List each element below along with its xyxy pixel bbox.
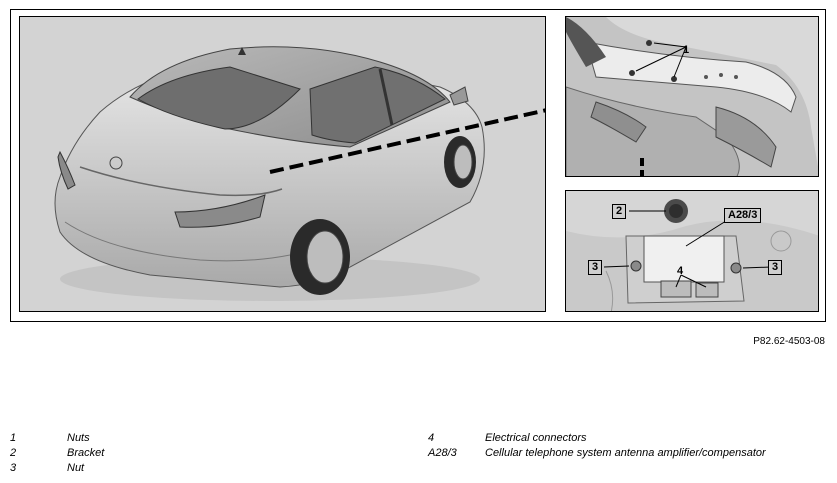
- legend-item: 2 Bracket: [10, 446, 390, 461]
- callout-connectors: 4: [677, 265, 684, 277]
- legend-number: 2: [10, 447, 17, 459]
- figure-frame: [10, 9, 826, 322]
- legend-text: Nuts: [67, 432, 90, 444]
- legend-text: Nut: [67, 462, 85, 474]
- legend-item: 4 Electrical connectors: [428, 431, 833, 446]
- bracket-detail-panel: 1: [565, 16, 819, 177]
- legend-item: 3 Nut: [10, 461, 390, 476]
- amplifier-detail-illustration: [566, 191, 818, 311]
- legend-text: Electrical connectors: [485, 432, 587, 444]
- legend-number: 1: [10, 432, 17, 444]
- legend-number: A28/3: [428, 447, 457, 459]
- callout-amplifier: A28/3: [724, 208, 762, 223]
- callout-nut-right: 3: [768, 260, 783, 275]
- car-illustration: [54, 46, 545, 301]
- amplifier-detail-panel: 2 A28/3 3 3 4: [565, 190, 819, 312]
- car-illustration-panel: [19, 16, 546, 312]
- figure-reference: P82.62-4503-08: [753, 336, 825, 347]
- callout-bracket: 2: [612, 204, 627, 219]
- legend-item: 1 Nuts: [10, 431, 390, 446]
- legend-text: Bracket: [67, 447, 105, 459]
- legend-left: 1 Nuts 2 Bracket 3 Nut: [10, 431, 390, 476]
- legend-number: 3: [10, 462, 17, 474]
- bracket-detail-illustration: [566, 17, 818, 176]
- legend-text: Cellular telephone system antenna amplif…: [485, 447, 766, 459]
- legend-right: 4 Electrical connectors A28/3 Cellular t…: [428, 431, 833, 461]
- leader-to-bottom: [640, 157, 644, 176]
- legend-number: 4: [428, 432, 435, 444]
- callout-nuts: 1: [683, 44, 690, 56]
- callout-nut-left: 3: [588, 260, 603, 275]
- legend-item: A28/3 Cellular telephone system antenna …: [428, 446, 833, 461]
